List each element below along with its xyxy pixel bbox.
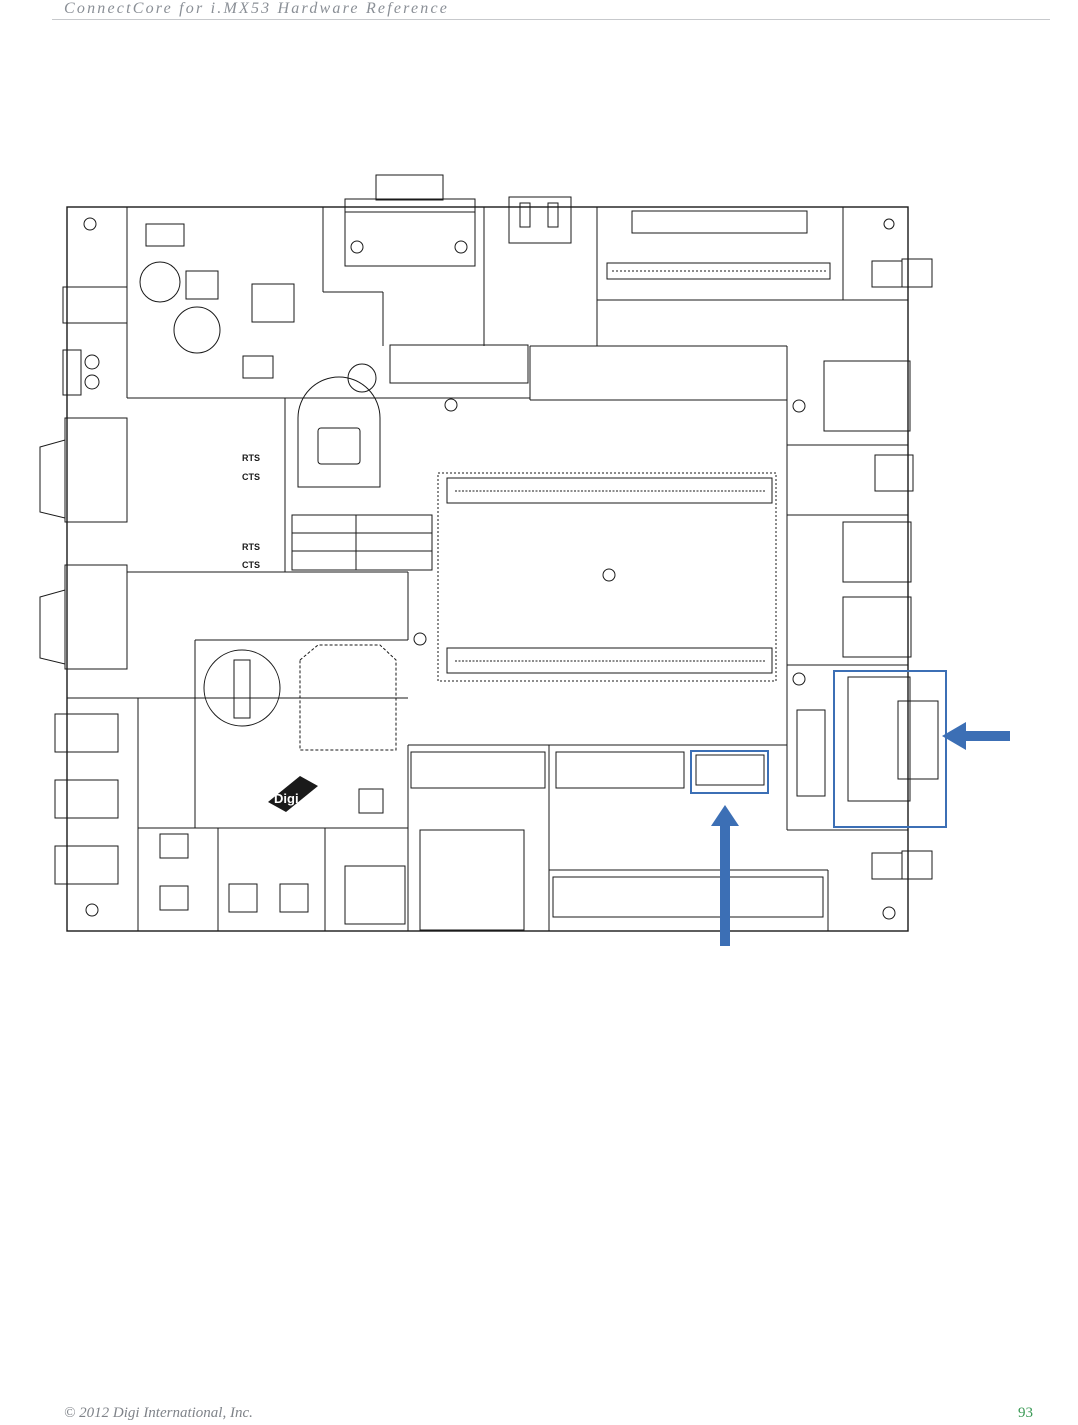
footer-copyright: © 2012 Digi International, Inc. [64, 1405, 253, 1422]
page-number: 93 [1018, 1405, 1033, 1422]
board-artwork [40, 175, 938, 931]
silk-rts-1: RTS [242, 453, 260, 463]
silk-rts-2: RTS [242, 542, 260, 552]
highlight-box-header [691, 751, 768, 793]
arrow-left-icon [942, 722, 1010, 750]
silk-cts-2: CTS [242, 560, 260, 570]
arrow-up-icon [711, 805, 739, 946]
highlight-box-connector [834, 671, 946, 827]
digi-logo-text: Digi [274, 791, 299, 806]
silk-cts-1: CTS [242, 472, 260, 482]
